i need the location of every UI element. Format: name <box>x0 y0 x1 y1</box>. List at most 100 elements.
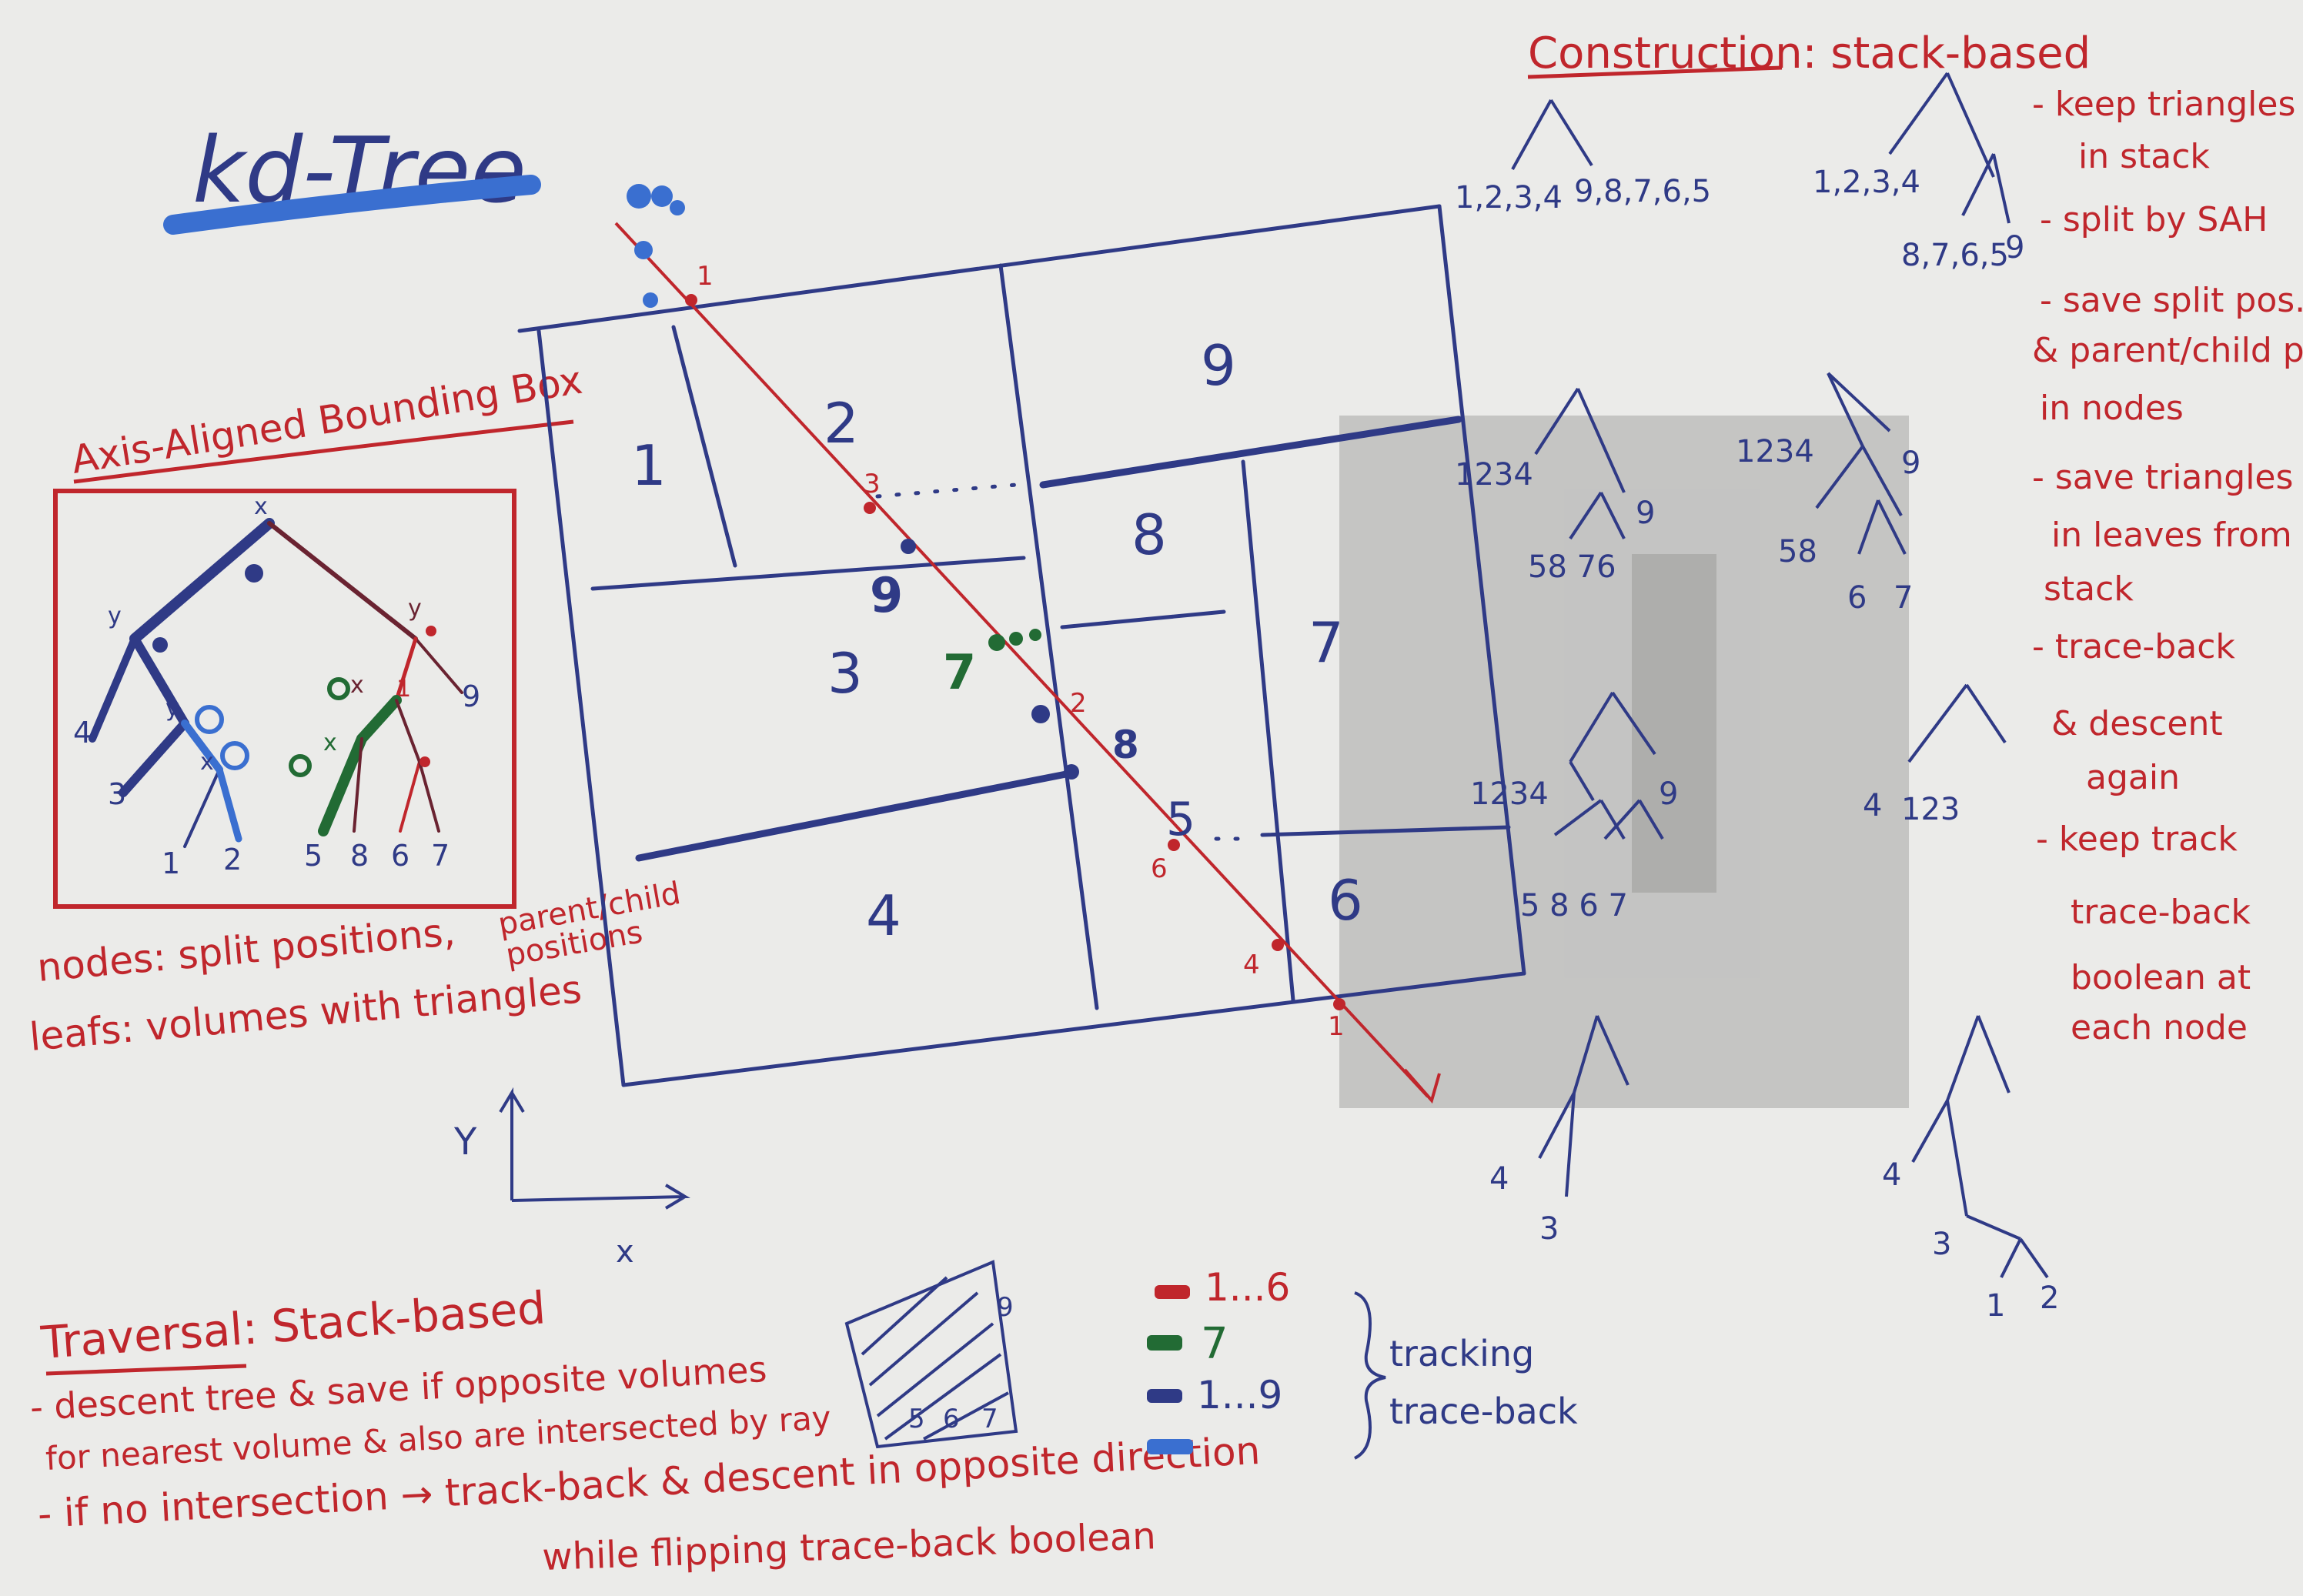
y-axis <box>499 1087 525 1200</box>
traversal-mini-labels: 9 5 6 7 <box>908 1292 1014 1434</box>
construction-note: in leaves from <box>2051 516 2292 555</box>
aabb-edge-l1 <box>89 635 139 743</box>
tree4-left: 1234 <box>1736 434 1814 469</box>
traversal-mini-grid <box>844 1260 1018 1449</box>
construction-note: each node <box>2071 1008 2248 1047</box>
aabb-node-label: y <box>165 695 179 722</box>
title-underline <box>163 175 541 235</box>
traversal-underline <box>45 1364 247 1376</box>
region-label: 1 <box>631 433 667 498</box>
ray-arrow-head <box>1403 1068 1441 1104</box>
aabb-heading-underline <box>73 419 574 484</box>
aabb-dot-red <box>419 756 430 767</box>
aabb-edge-r3 <box>356 695 402 744</box>
construction-note: - save triangles <box>2032 458 2293 497</box>
ray-hit-point <box>1064 764 1079 780</box>
construction-note: stack <box>2044 569 2134 609</box>
tree3-left: 1234 <box>1455 457 1533 492</box>
green-dot <box>1009 632 1023 646</box>
grid-marker-labels: 9 7 8 <box>870 567 1139 767</box>
traversal-section: Traversal: Stack-based - descent tree & … <box>29 1260 1262 1579</box>
aabb-edge-r7 <box>399 760 421 833</box>
aabb-edge-l5 <box>183 768 221 848</box>
construction-note: - keep triangles <box>2032 85 2295 124</box>
tree4-sub-b: 7 <box>1894 580 1913 616</box>
legend-tracking: tracking <box>1389 1333 1534 1374</box>
ray-point-label: 1 <box>1328 1011 1345 1042</box>
ray-point-label: 6 <box>1151 853 1168 884</box>
background-photo <box>1339 416 1909 1108</box>
aabb-side-label: 3 <box>108 777 126 811</box>
aabb-edge-root-left <box>129 518 275 644</box>
aabb-node-label: x <box>350 672 364 699</box>
construction-notes: - keep triangles in stack - split by SAH… <box>2032 85 2303 1047</box>
construction-note: trace-back <box>2071 893 2251 932</box>
tree2-left: 1,2,3,4 <box>1813 165 1920 200</box>
tree3-right: 9 <box>1636 496 1655 531</box>
axis-arrows <box>499 1087 690 1210</box>
legend-label: 1...9 <box>1197 1373 1282 1417</box>
region-label: 6 <box>1328 868 1363 933</box>
aabb-edge-root-right <box>267 521 418 641</box>
aabb-edge-r2 <box>394 636 418 703</box>
mini-label: 5 <box>908 1404 925 1434</box>
ray-hit-point <box>1333 998 1345 1010</box>
tree6-left: 4 <box>1863 788 1882 823</box>
aabb-dot-lightblue <box>220 741 249 770</box>
ray-point-label: 2 <box>1070 688 1087 719</box>
aabb-node-label: x <box>254 493 268 520</box>
legend-brace <box>1354 1291 1386 1460</box>
tree1-right: 9,8,7,6,5 <box>1574 174 1711 209</box>
aabb-leaf-label: 8 <box>350 839 369 873</box>
region-label: 2 <box>824 391 859 456</box>
origin-dot <box>627 184 651 209</box>
split-horizontal-9 <box>1039 416 1462 489</box>
legend-trace-back: trace-back <box>1389 1391 1578 1432</box>
construction-note: & descent <box>2051 704 2223 743</box>
tree6-edges <box>1907 683 2007 763</box>
ray-hit-point <box>685 294 697 306</box>
grid-top <box>517 204 1442 333</box>
aabb-edge-r4 <box>318 733 367 836</box>
construction-note: - trace-back <box>2032 627 2235 666</box>
tree5-right: 9 <box>1659 776 1678 812</box>
split-horizontal-6 <box>1260 825 1511 837</box>
split-vertical-2 <box>671 325 737 568</box>
construction-note: & parent/child pos <box>2032 331 2303 370</box>
construction-note: in nodes <box>2040 389 2184 428</box>
aabb-dot-green <box>289 754 312 777</box>
aabb-edge-l3 <box>119 719 189 797</box>
tree4-right: 9 <box>1901 446 1920 481</box>
tree8-edges <box>1911 1015 2049 1279</box>
region-label: 3 <box>827 641 863 706</box>
aabb-side-label: 9 <box>462 679 480 713</box>
construction-trees <box>1511 72 2049 1279</box>
aabb-note-nodes: nodes: split positions, <box>35 910 457 990</box>
tree4-sub-left: 58 <box>1778 534 1817 569</box>
aabb-dot-red <box>426 626 436 636</box>
construction-section: Construction: stack-based 1,2,3,4 9,8,7,… <box>1455 28 2303 1324</box>
tree2-right: 9 <box>2005 230 2024 265</box>
tree1-edges <box>1511 98 1593 170</box>
tree1-left: 1,2,3,4 <box>1455 180 1563 215</box>
construction-note: - keep track <box>2036 820 2238 859</box>
origin-dot <box>651 185 673 207</box>
construction-heading: Construction: stack-based <box>1528 28 2091 78</box>
construction-note: - split by SAH <box>2040 200 2268 239</box>
marker-label: 9 <box>870 567 903 623</box>
background-figure <box>1632 554 1716 893</box>
aabb-section: Axis-Aligned Bounding Box <box>28 358 684 1060</box>
construction-underline <box>1527 65 1783 79</box>
tree5-left: 1234 <box>1470 776 1549 812</box>
tree3-sub: 58 76 <box>1528 549 1616 585</box>
aabb-node-label: y <box>108 603 122 629</box>
ray-origin-dots <box>627 184 685 308</box>
green-dot <box>1029 629 1041 641</box>
aabb-dot-green <box>327 677 350 700</box>
split-horizontal-8 <box>1060 609 1226 629</box>
aabb-leaf-labels: 4 3 9 1 2 5 8 6 7 <box>73 679 480 880</box>
tree8-a: 4 <box>1882 1157 1901 1193</box>
tree8-b: 3 <box>1932 1227 1951 1262</box>
aabb-box <box>53 489 516 909</box>
